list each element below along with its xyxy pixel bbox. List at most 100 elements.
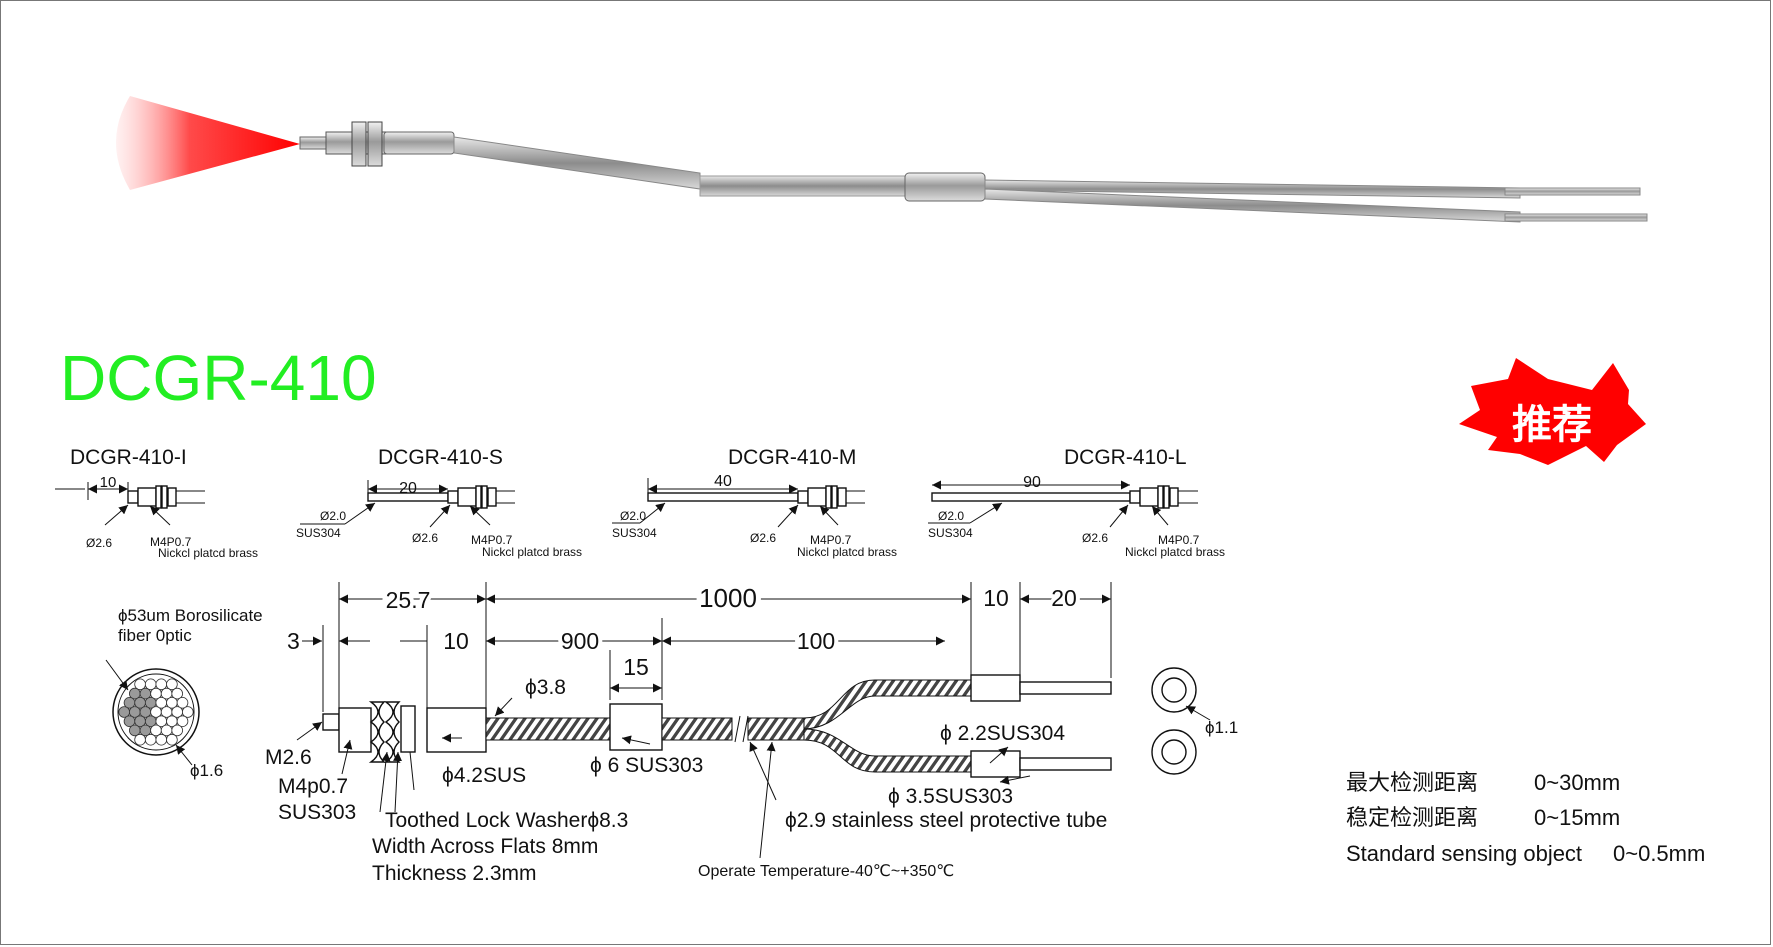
variant-i: DCGR-410-I 10 Ø2.6 M4P0.7 Nickcl platcd … — [55, 446, 258, 560]
variant-l: DCGR-410-L 90 Ø2.0 SUS304 Ø2.6 M4P0.7 Ni… — [928, 446, 1225, 559]
badge-text: 推荐 — [1512, 403, 1592, 447]
variant-l-probe-mat: SUS304 — [928, 526, 973, 540]
variant-i-thread: M4P0.7 — [150, 535, 192, 549]
probe-pin — [322, 713, 340, 731]
label-temp: Operate Temperature-40℃~+350℃ — [698, 863, 954, 880]
dim-10-left: 10 — [443, 628, 469, 654]
dim-20: 20 — [1051, 585, 1077, 611]
model-title: DCGR-410 — [60, 342, 377, 414]
variant-s-thread: M4P0.7 — [471, 533, 513, 547]
fiber-strand — [171, 724, 184, 737]
photo-hose-mid — [699, 175, 906, 197]
fiber-strand — [166, 678, 178, 691]
fiber-strand — [176, 715, 189, 727]
dim-1000: 1000 — [699, 583, 757, 613]
variant-l-length: 90 — [1023, 474, 1041, 491]
label-flats: Width Across Flats 8mm — [372, 835, 598, 858]
tip-lower — [1019, 757, 1112, 771]
fiber-strand — [176, 696, 189, 709]
label-d3-5: ϕ 3.5SUS303 — [888, 785, 1013, 808]
variant-m-material: Nickcl platcd brass — [797, 545, 897, 559]
fiber-label-2: fiber 0ptic — [118, 626, 192, 645]
label-d4-2: ϕ4.2SUS — [442, 764, 526, 787]
label-thickness: Thickness 2.3mm — [372, 862, 537, 885]
label-d6: ϕ 6 SUS303 — [590, 754, 703, 777]
photo-sleeve — [383, 131, 455, 155]
label-d2-9: ϕ2.9 stainless steel protective tube — [785, 809, 1107, 832]
fiber-diameter: ϕ1.6 — [190, 761, 223, 780]
spec-list: 最大检测距离 0~30mm 稳定检测距离 0~15mm Standard sen… — [1346, 770, 1705, 866]
photo-nut-1 — [351, 121, 367, 167]
variant-m-name: DCGR-410-M — [728, 446, 856, 469]
variant-m-length: 40 — [714, 473, 732, 490]
variant-m-probe-dia: Ø2.0 — [620, 509, 646, 523]
end-sleeve-lower — [970, 750, 1021, 778]
spec-3-value: 0~0.5mm — [1613, 841, 1705, 866]
nut-1 — [368, 701, 386, 763]
photo-hose-left — [453, 136, 701, 190]
spec-3-label: Standard sensing object — [1346, 841, 1582, 866]
lock-washer — [400, 705, 416, 753]
split-tube-lower — [803, 728, 972, 773]
photo-nut-2 — [367, 121, 383, 167]
variant-m-thread: M4P0.7 — [810, 533, 852, 547]
variant-s-probe-mat: SUS304 — [296, 526, 341, 540]
variant-s: DCGR-410-S 20 Ø2.0 SUS304 Ø2.6 M4P0.7 Ni… — [296, 446, 582, 559]
tip-upper — [1019, 681, 1112, 695]
fiber-strand — [144, 733, 157, 746]
threaded-body — [338, 707, 372, 753]
spec-1-label: 最大检测距离 — [1346, 770, 1478, 795]
label-washer: Toothed Lock Washerϕ8.3 — [385, 809, 628, 832]
variant-s-dia: Ø2.6 — [412, 531, 438, 545]
variant-l-probe-dia: Ø2.0 — [938, 509, 964, 523]
variant-s-name: DCGR-410-S — [378, 446, 503, 469]
protective-tube-2 — [661, 717, 733, 741]
variant-m-dia: Ø2.6 — [750, 531, 776, 545]
dim-15: 15 — [623, 654, 649, 680]
label-sus303: SUS303 — [278, 801, 356, 824]
variant-l-dia: Ø2.6 — [1082, 531, 1108, 545]
badge-burst — [1459, 358, 1646, 465]
fiber-cross-section: ϕ53um Borosilicate fiber 0ptic ϕ1.6 — [105, 606, 263, 780]
probe-tip — [299, 136, 327, 150]
variant-s-material: Nickcl platcd brass — [482, 545, 582, 559]
photo-tip-lower — [1504, 213, 1648, 222]
spec-2-value: 0~15mm — [1534, 805, 1620, 830]
label-d2-2: ϕ 2.2SUS304 — [940, 722, 1065, 745]
product-photo — [116, 96, 1648, 223]
variant-l-thread: M4P0.7 — [1158, 533, 1200, 547]
dim-3: 3 — [287, 628, 300, 654]
photo-tip-upper — [1504, 187, 1641, 196]
variant-s-probe-dia: Ø2.0 — [320, 509, 346, 523]
dim-10-right: 10 — [983, 585, 1009, 611]
red-light-beam — [116, 96, 300, 190]
variant-m: DCGR-410-M 40 Ø2.0 SUS304 Ø2.6 M4P0.7 Ni… — [612, 446, 897, 559]
body-4-2 — [426, 707, 487, 753]
fiber-strand — [155, 733, 168, 746]
dim-900: 900 — [561, 628, 599, 654]
photo-hose-lower — [984, 188, 1521, 223]
spec-1-value: 0~30mm — [1534, 770, 1620, 795]
nut-2 — [383, 701, 401, 763]
fiber-strand — [182, 706, 194, 718]
fiber-strand — [166, 733, 178, 746]
sleeve-6 — [609, 703, 663, 751]
dim-100: 100 — [797, 628, 835, 654]
spec-2-label: 稳定检测距离 — [1346, 805, 1478, 830]
variant-l-name: DCGR-410-L — [1064, 446, 1187, 469]
variant-l-material: Nickcl platcd brass — [1125, 545, 1225, 559]
fiber-strand — [134, 733, 146, 746]
recommend-badge: 推荐 — [1459, 358, 1646, 465]
main-drawing: 25.7 1000 10 20 3 10 900 100 15 — [265, 578, 1238, 885]
label-d1-1: ϕ1.1 — [1205, 718, 1238, 737]
protective-tube-1 — [485, 717, 611, 741]
label-m4: M4p0.7 — [278, 775, 348, 798]
label-m2-6: M2.6 — [265, 746, 312, 769]
photo-splitter — [904, 172, 986, 202]
variant-i-name: DCGR-410-I — [70, 446, 187, 469]
variant-i-length: 10 — [100, 474, 117, 491]
variant-i-dia: Ø2.6 — [86, 536, 112, 550]
variant-i-material: Nickcl platcd brass — [158, 546, 258, 560]
